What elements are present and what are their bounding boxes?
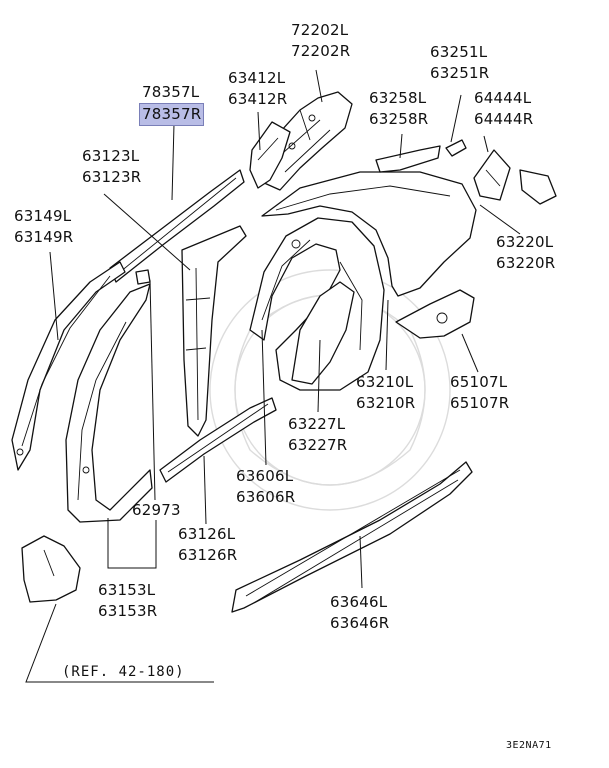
part-63220-end [519,169,557,205]
part-63123 [181,225,247,437]
part-63251 [445,139,467,157]
reference-note: (REF. 42-180) [62,664,185,680]
part-64444 [473,149,511,201]
part-63149 [11,261,126,471]
part-63153 [65,283,153,523]
diagram-code: 3E2NA71 [506,740,552,751]
part-63220 [261,171,477,297]
part-63646 [231,461,473,613]
part-62973 [135,269,151,285]
part-lower-bracket [21,535,81,603]
part-65107 [395,289,475,339]
part-63258 [375,145,441,173]
part-63227 [291,281,355,385]
part-72202 [261,91,353,191]
label-62973: 62973 [132,501,181,519]
part-63210 [249,217,385,391]
part-63126 [159,397,277,483]
leader-lines [25,69,521,683]
part-78357 [109,169,245,283]
part-63412 [249,121,291,189]
